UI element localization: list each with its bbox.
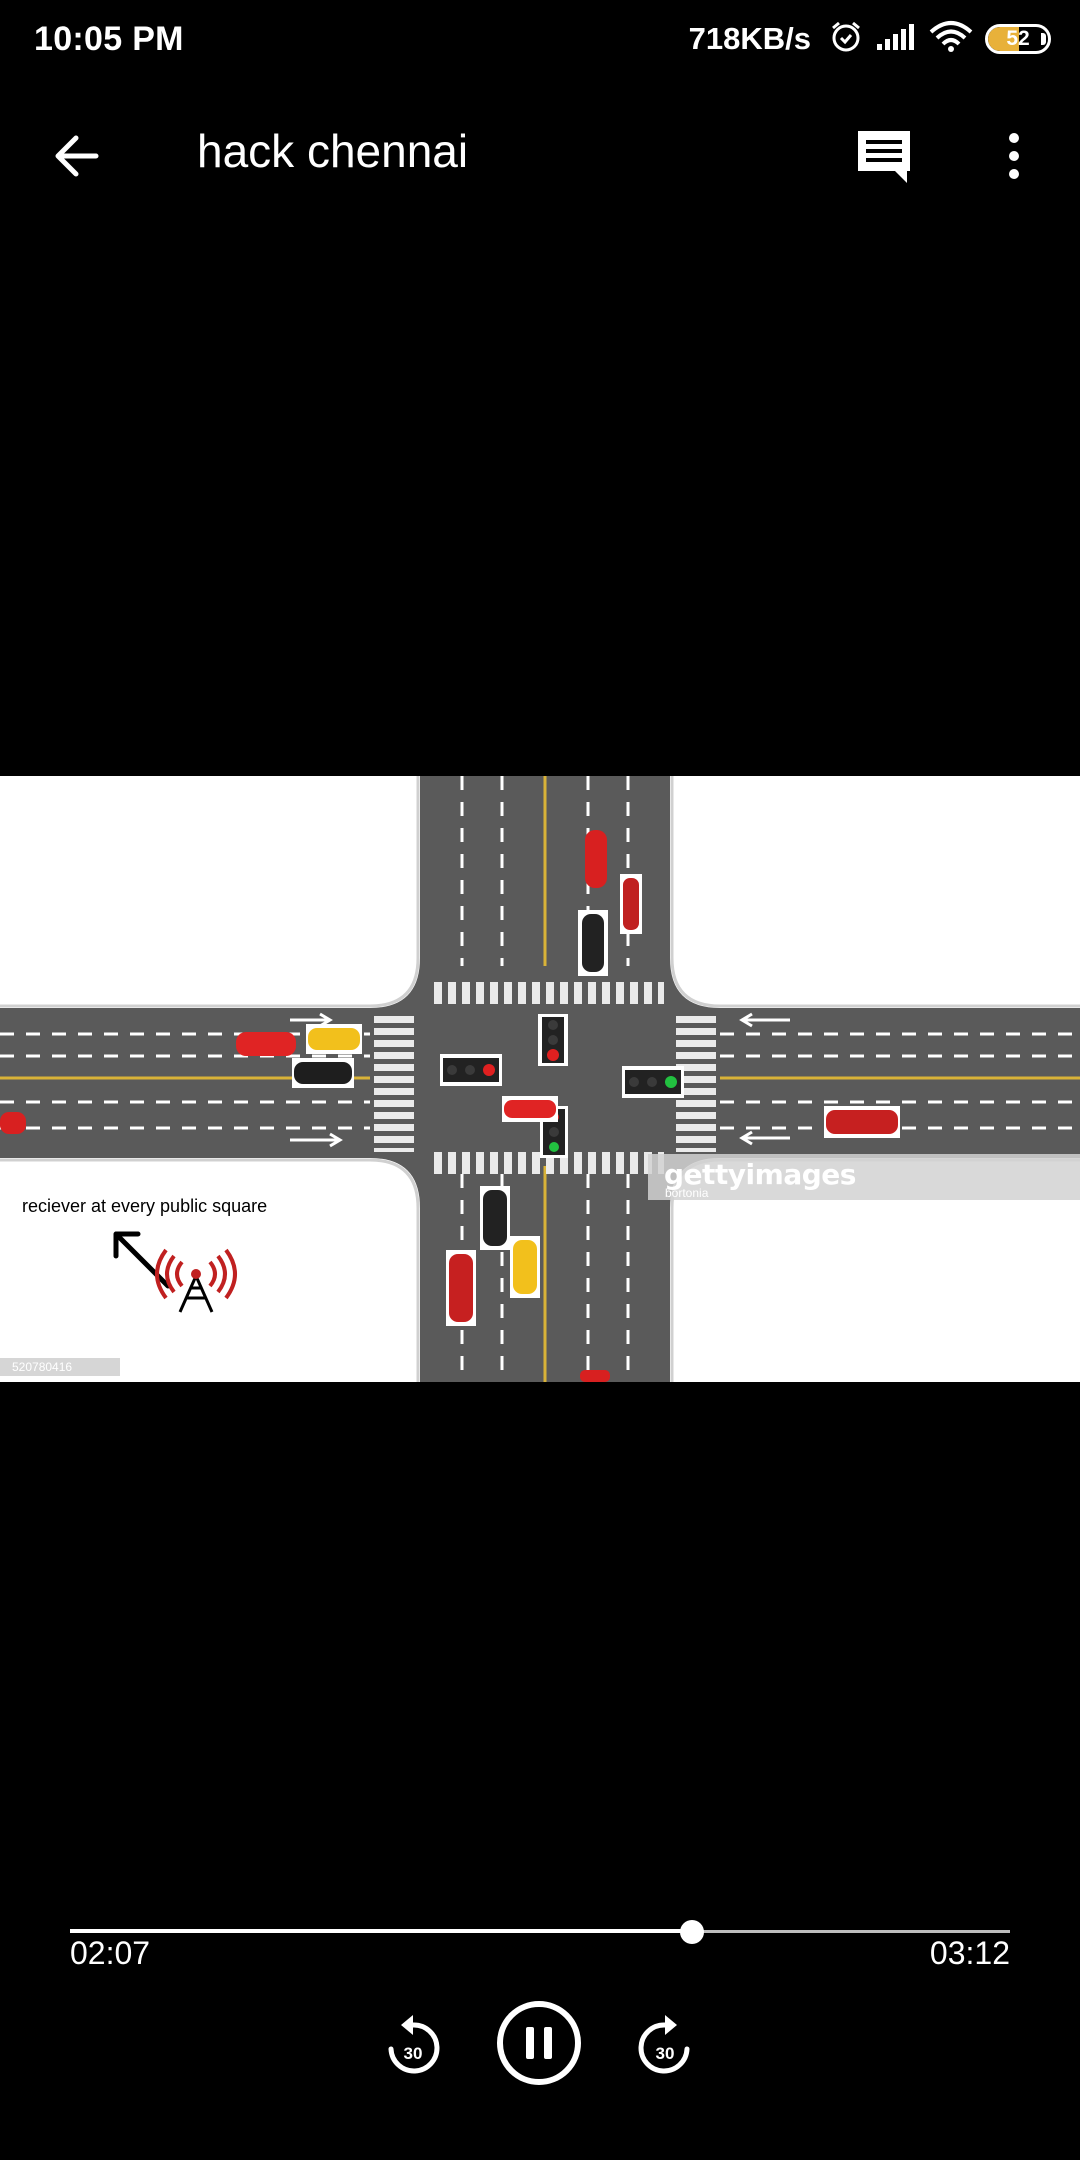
total-time: 03:12	[929, 1935, 1010, 1971]
back-button[interactable]	[40, 120, 112, 192]
seek-progress	[70, 1929, 692, 1933]
app-bar: hack chennai	[0, 100, 1080, 210]
pause-icon	[497, 2001, 581, 2085]
replay-30-icon: 30	[388, 2015, 440, 2074]
watermark-text: gettyimages	[664, 1158, 856, 1191]
frame-caption: reciever at every public square	[22, 1196, 268, 1216]
more-vert-icon	[1009, 133, 1019, 179]
comments-button[interactable]	[846, 118, 922, 194]
forward-label: 30	[656, 2044, 675, 2063]
arrow-back-icon	[55, 135, 99, 177]
video-title: hack chennai	[197, 125, 469, 177]
comment-icon	[858, 131, 910, 183]
image-id-label: 520780416	[0, 1358, 120, 1376]
rewind-30-button[interactable]: 30	[380, 2010, 446, 2082]
forward-30-button[interactable]: 30	[632, 2010, 698, 2082]
status-bar: 10:05 PM 718KB/s	[0, 0, 1080, 78]
battery-fill	[988, 27, 1020, 51]
intersection-illustration	[0, 776, 1080, 1382]
seek-bar[interactable]	[70, 1912, 1010, 1952]
battery-indicator: 52	[985, 24, 1051, 54]
current-time: 02:07	[70, 1935, 151, 1971]
battery-level: 52	[1006, 27, 1030, 50]
watermark-credit: bortonia	[665, 1186, 709, 1200]
playback-controls: 30 30	[0, 2000, 1080, 2090]
network-speed: 718KB/s	[688, 21, 811, 56]
video-player-surface[interactable]: reciever at every public square gettyima…	[0, 776, 1080, 1382]
alarm-icon	[829, 20, 863, 59]
traffic-light-north	[538, 1014, 568, 1066]
status-time: 10:05 PM	[34, 19, 184, 58]
forward-30-icon: 30	[638, 2015, 690, 2074]
pause-button[interactable]	[496, 2000, 582, 2086]
seek-thumb[interactable]	[679, 1920, 704, 1944]
status-icons: 718KB/s	[688, 20, 1051, 59]
signal-icon	[875, 22, 917, 57]
wifi-icon	[929, 20, 973, 59]
battery-icon: 52	[985, 24, 1051, 54]
receiver-tower-graphic	[113, 1231, 237, 1313]
rewind-label: 30	[404, 2044, 423, 2063]
watermark-band	[648, 1154, 1080, 1200]
more-options-button[interactable]	[978, 118, 1050, 194]
